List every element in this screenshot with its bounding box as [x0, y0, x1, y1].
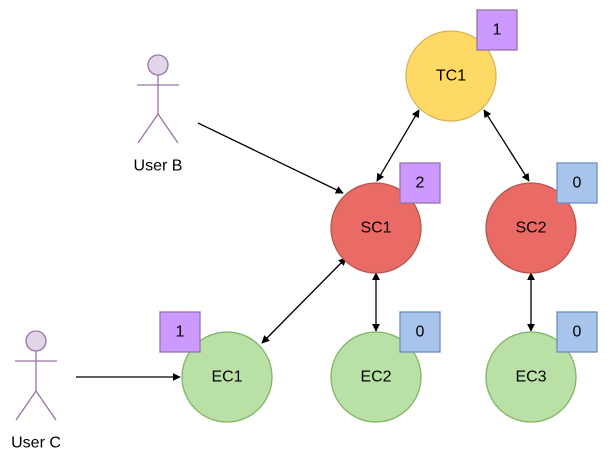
edge-sc1-ec1 [261, 257, 347, 344]
node-ec1-badge [159, 311, 201, 353]
node-ec2[interactable]: EC2 0 [330, 311, 441, 423]
actor-user-c[interactable]: User C [11, 330, 61, 452]
user-icon [137, 54, 179, 144]
node-ec3[interactable]: EC3 0 [485, 311, 598, 423]
node-sc1-circle [330, 182, 422, 274]
user-icon [15, 330, 57, 421]
edge-userb-sc1 [197, 122, 344, 194]
node-ec3-label: EC3 [515, 369, 546, 386]
node-ec2-badge-value: 0 [416, 324, 425, 341]
actor-user-c-label: User C [11, 435, 61, 452]
node-ec2-circle [330, 331, 422, 423]
actor-user-b-label: User B [134, 158, 183, 175]
node-sc1-label: SC1 [360, 220, 391, 237]
node-tc1-badge-value: 1 [493, 22, 502, 39]
edge-tc1-sc1 [376, 109, 420, 182]
node-ec1-badge-value: 1 [176, 324, 185, 341]
node-tc1-badge [476, 9, 518, 51]
node-sc2-badge [556, 162, 598, 204]
node-ec3-badge-value: 0 [573, 324, 582, 341]
node-ec3-circle [485, 331, 577, 423]
node-ec1-label: EC1 [211, 369, 242, 386]
node-ec2-label: EC2 [360, 369, 391, 386]
node-sc2-badge-value: 0 [573, 175, 582, 192]
node-ec1-circle [181, 331, 273, 423]
node-tc1[interactable]: TC1 1 [405, 9, 518, 122]
node-tc1-label: TC1 [436, 68, 466, 85]
node-sc2-label: SC2 [515, 220, 546, 237]
node-sc1-badge-value: 2 [416, 175, 425, 192]
node-sc1[interactable]: SC1 2 [330, 162, 441, 274]
node-ec3-badge [556, 311, 598, 353]
node-sc2[interactable]: SC2 0 [485, 162, 598, 274]
actor-user-b[interactable]: User B [134, 54, 183, 175]
node-ec1[interactable]: EC1 1 [159, 311, 273, 423]
edge-tc1-sc2 [483, 109, 530, 182]
node-sc1-badge [399, 162, 441, 204]
node-ec2-badge [399, 311, 441, 353]
node-tc1-circle [405, 30, 497, 122]
node-sc2-circle [485, 182, 577, 274]
